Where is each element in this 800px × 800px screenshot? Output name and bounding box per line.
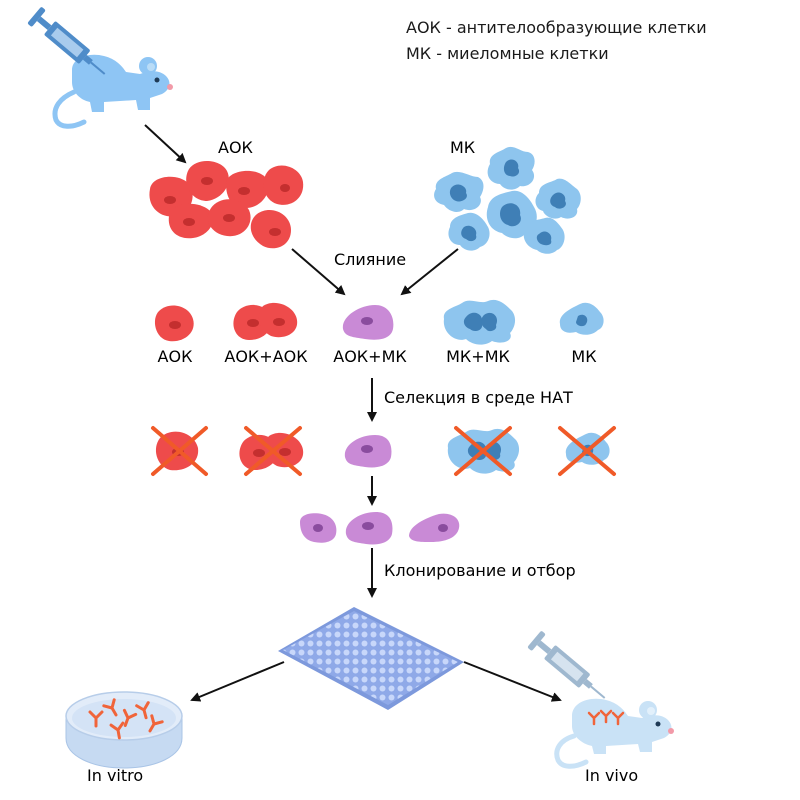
legend-mk: МК - миеломные клетки	[406, 44, 609, 63]
arrow-mk-to-fusion	[400, 248, 459, 296]
arrow-aok-to-fusion	[291, 248, 346, 296]
product-aok-mk-cell	[342, 305, 394, 340]
antibody-icons	[88, 698, 164, 740]
mk-group-label: МК	[450, 138, 476, 157]
aok-cell	[226, 170, 269, 208]
cross-icon	[558, 426, 616, 476]
arrow-mouse-to-aok	[144, 124, 187, 164]
microplate-icon	[278, 607, 464, 710]
selection-step-label: Селекция в среде НАТ	[384, 388, 573, 407]
mk-cell	[486, 190, 537, 239]
fusion-products-row	[154, 299, 604, 345]
mk-cell	[535, 178, 581, 219]
antibody-icons-in-mouse	[587, 709, 625, 726]
cross-icon	[454, 426, 512, 476]
hybridoma-clones	[300, 512, 460, 545]
recipient-mouse-icon	[554, 698, 674, 769]
cloning-step-label: Клонирование и отбор	[384, 561, 576, 580]
mk-cell	[448, 212, 490, 251]
aok-group-label: АОК	[218, 138, 254, 157]
mk-cell	[523, 217, 565, 254]
hybridoma-cell	[345, 512, 393, 545]
surviving-hybrid-cell	[344, 435, 392, 468]
hybridoma-cell	[300, 513, 337, 543]
arrow-to-in-vitro	[190, 661, 285, 702]
in-vitro-label: In vitro	[87, 766, 143, 785]
hybridoma-cell	[409, 513, 460, 542]
donor-mouse-icon	[52, 54, 173, 129]
aok-cell	[250, 209, 291, 249]
selection-row	[151, 426, 616, 476]
petri-dish-icon	[65, 691, 183, 769]
product-aok-aok-cell	[233, 302, 298, 340]
syringe-icon	[527, 631, 606, 699]
aok-cell	[207, 199, 251, 237]
product-label: МК	[571, 347, 597, 366]
eliminated-aok-aok-cell	[239, 432, 304, 470]
product-label: АОК+АОК	[224, 347, 308, 366]
in-vivo-label: In vivo	[585, 766, 638, 785]
product-label: АОК+МК	[333, 347, 407, 366]
legend-aok: АОК - антителообразующие клетки	[406, 18, 707, 37]
arrow-to-in-vivo	[463, 661, 562, 702]
product-label: АОК	[158, 347, 194, 366]
product-mk-mk-cell	[443, 299, 516, 345]
cross-icon	[151, 426, 208, 476]
product-aok-cell	[154, 305, 194, 342]
aok-cell	[186, 160, 229, 201]
product-mk-cell	[559, 302, 604, 335]
fusion-step-label: Слияние	[334, 250, 406, 269]
mk-cell	[434, 171, 484, 212]
product-label: МК+МК	[446, 347, 510, 366]
mk-cell	[487, 146, 535, 190]
aok-cell-cluster	[149, 160, 304, 249]
mk-cell-cluster	[434, 146, 581, 254]
aok-cell	[168, 203, 214, 239]
cross-icon	[244, 426, 302, 476]
aok-cell	[263, 165, 304, 205]
syringe-icon	[27, 7, 106, 75]
